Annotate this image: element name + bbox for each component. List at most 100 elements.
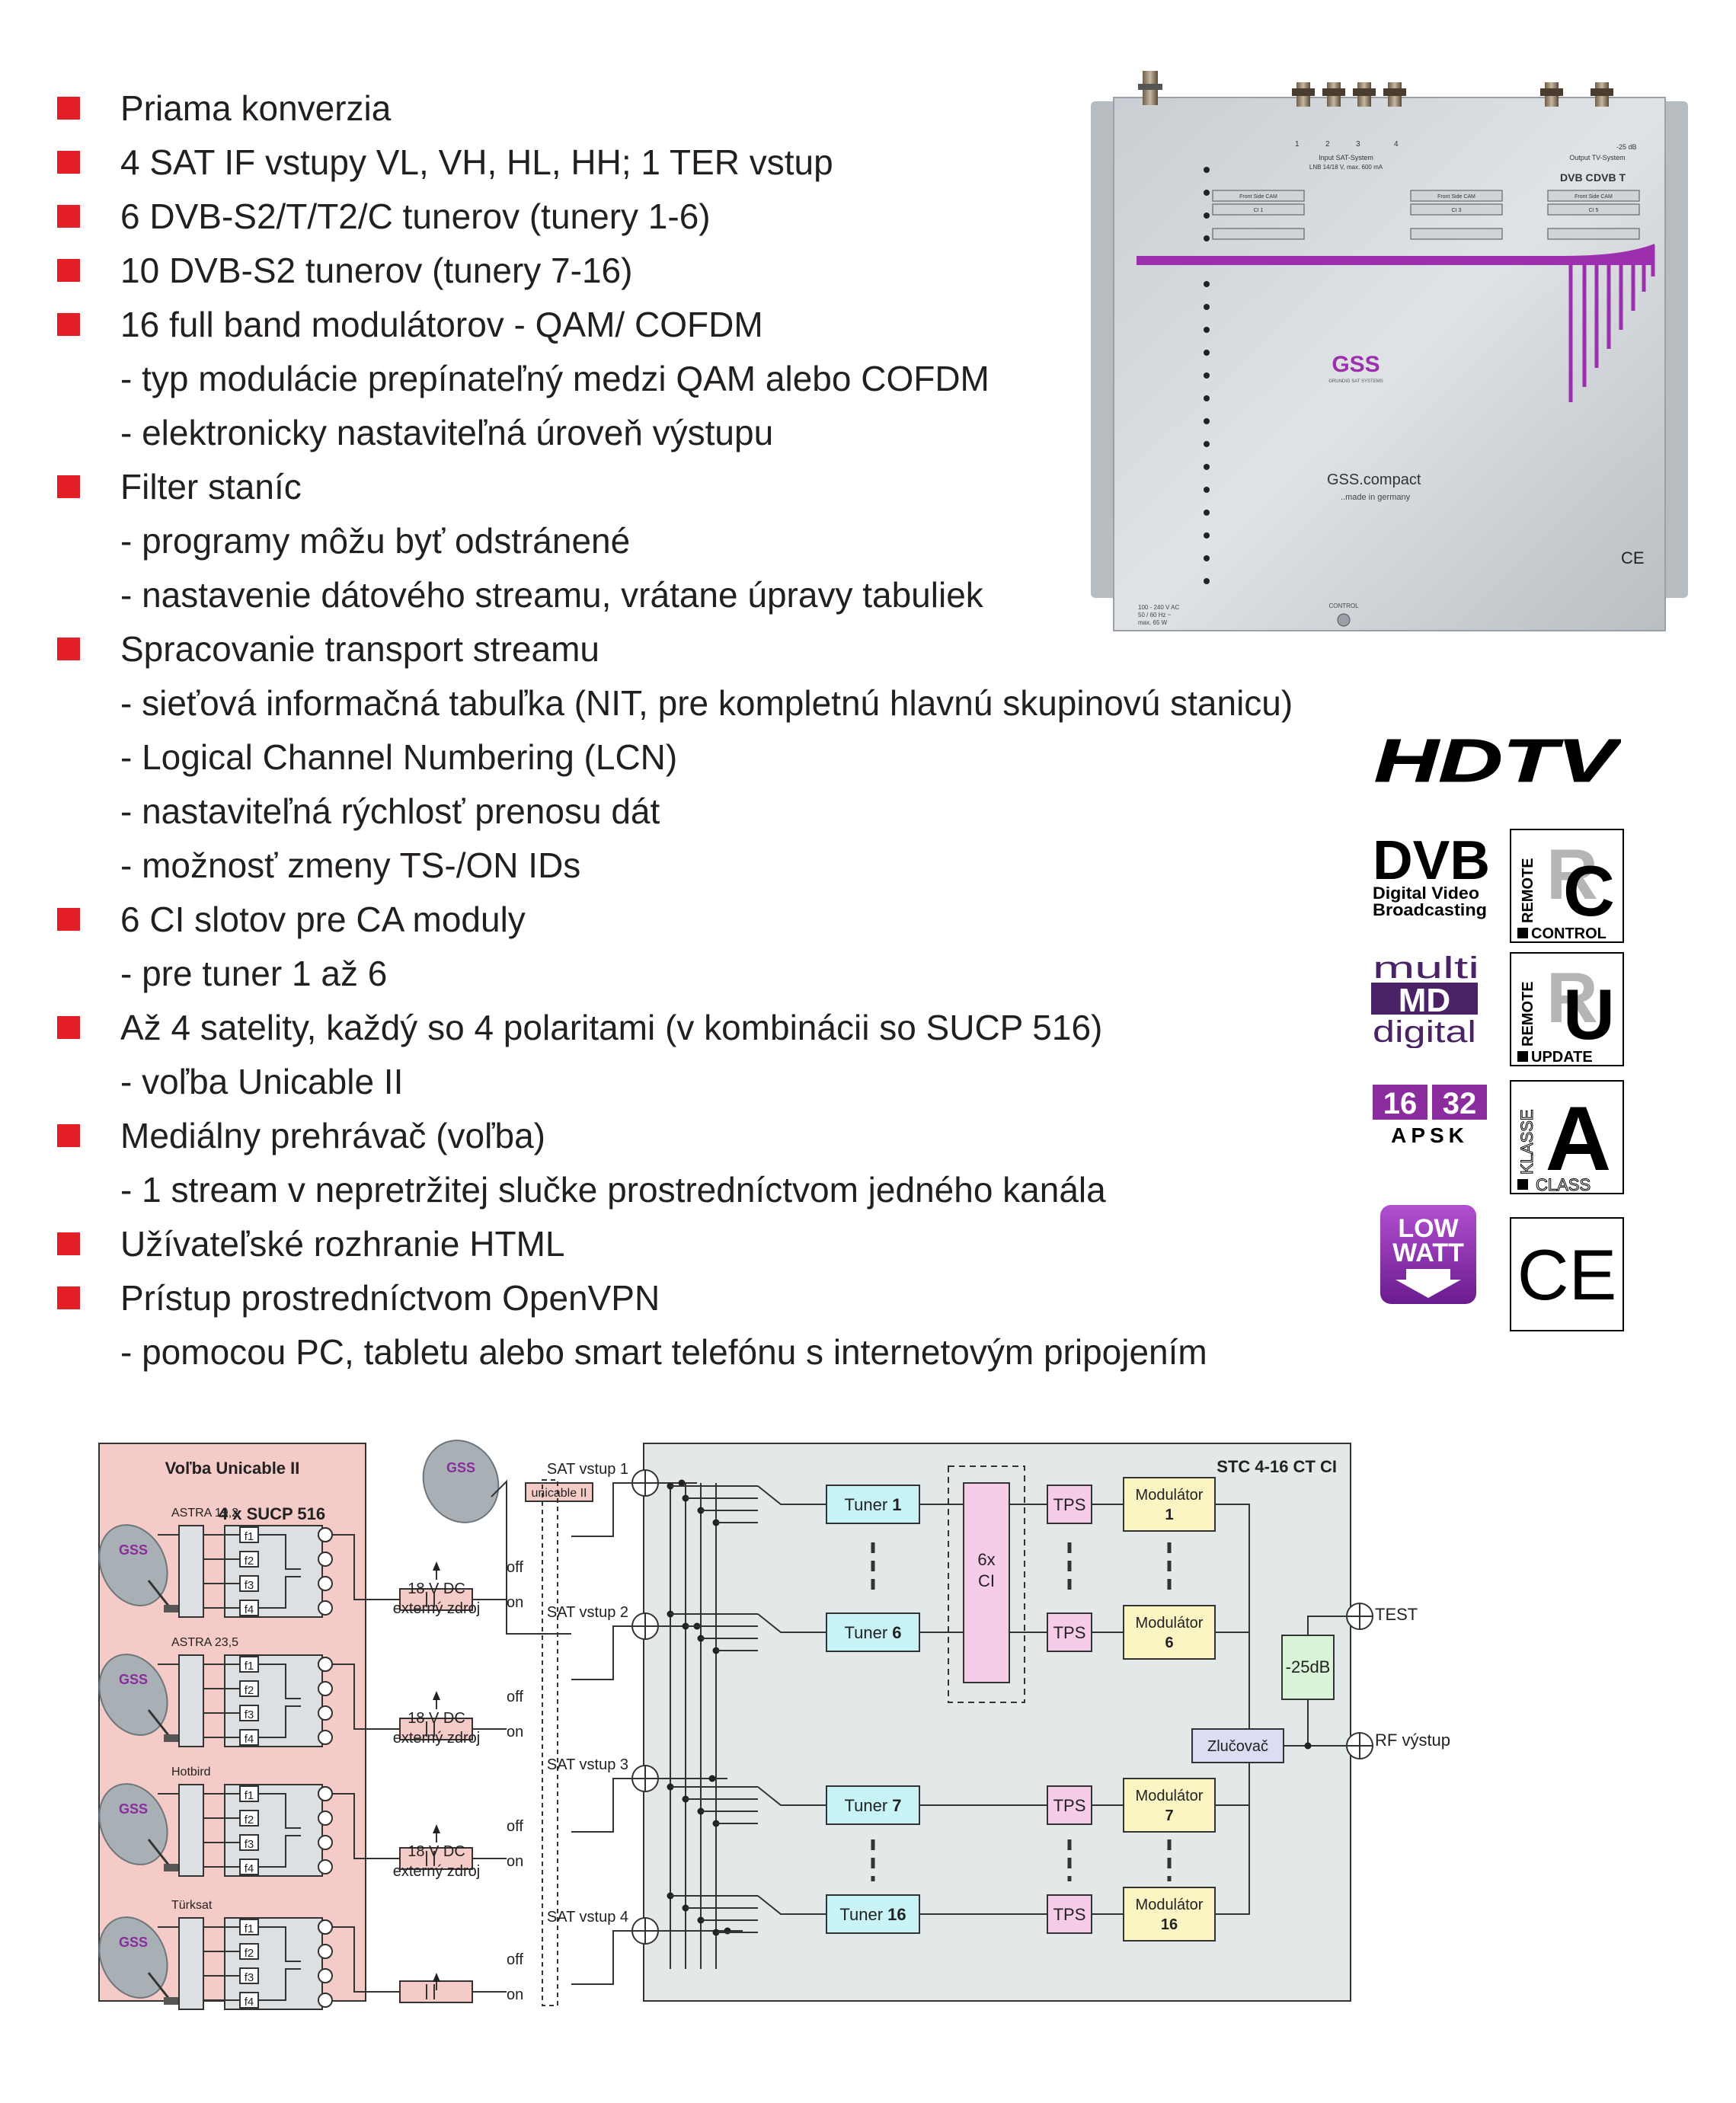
svg-text:CONTROL: CONTROL bbox=[1531, 925, 1607, 942]
bullet-square-icon bbox=[57, 150, 80, 174]
port-connector bbox=[318, 1552, 333, 1567]
diagram-label: f1 bbox=[245, 1922, 254, 1935]
svg-text:DVB: DVB bbox=[1373, 830, 1490, 891]
diagram-label: Modulátor bbox=[1136, 1788, 1204, 1804]
diagram-label: Modulátor bbox=[1136, 1897, 1204, 1913]
energy-class-logo: KLASSE A CLASS bbox=[1510, 1080, 1624, 1194]
wire bbox=[258, 1793, 301, 1829]
diagram-label: f1 bbox=[245, 1660, 254, 1673]
diagram-label: TPS bbox=[1053, 1623, 1086, 1642]
svg-text:2: 2 bbox=[1325, 140, 1330, 149]
svg-text:REMOTE: REMOTE bbox=[1520, 981, 1536, 1047]
port-connector bbox=[318, 1944, 333, 1959]
low-watt-logo: LOW WATT bbox=[1380, 1205, 1476, 1304]
bullet-square-icon bbox=[57, 637, 80, 660]
port-connector bbox=[318, 1811, 333, 1826]
feature-text: - 1 stream v nepretržitej slučke prostre… bbox=[120, 1169, 1106, 1210]
svg-text:32: 32 bbox=[1443, 1087, 1477, 1120]
port-connector bbox=[318, 1919, 333, 1935]
wire bbox=[757, 1786, 826, 1806]
junction-dot bbox=[1304, 1742, 1312, 1750]
feature-text: - programy môžu byť odstránené bbox=[120, 520, 631, 561]
attenuator-block bbox=[1281, 1635, 1335, 1700]
diagram-label: f3 bbox=[245, 1838, 254, 1851]
tuner-block bbox=[826, 1785, 920, 1825]
arrow-up-icon bbox=[433, 1561, 440, 1571]
svg-text:UPDATE: UPDATE bbox=[1531, 1049, 1593, 1066]
port-connector bbox=[318, 1859, 333, 1874]
diagram-label: CI bbox=[978, 1571, 995, 1590]
feature-subitem: - Logical Channel Numbering (LCN) bbox=[55, 730, 1456, 784]
arrow-up-icon bbox=[433, 1824, 440, 1833]
feature-text: 4 SAT IF vstupy VL, VH, HL, HH; 1 TER vs… bbox=[120, 142, 833, 182]
wire bbox=[332, 1534, 400, 1600]
arrow-up-icon bbox=[433, 1973, 440, 1982]
wire bbox=[571, 1930, 632, 1985]
port-connector bbox=[318, 1786, 333, 1801]
diagram-label: on bbox=[507, 1594, 523, 1611]
feature-subitem: - nastaviteľná rýchlosť prenosu dát bbox=[55, 784, 1456, 838]
feature-text: Spracovanie transport streamu bbox=[120, 628, 599, 669]
dish-mount bbox=[164, 1605, 181, 1612]
diagram-label: 16 bbox=[1161, 1916, 1178, 1933]
dc-injector bbox=[399, 1588, 473, 1611]
diagram-label: f3 bbox=[245, 1708, 254, 1721]
svg-text:max. 65 W: max. 65 W bbox=[1138, 619, 1168, 626]
diagram-label: 7 bbox=[1165, 1807, 1173, 1824]
port-connector bbox=[318, 1527, 333, 1542]
diagram-label: 6x bbox=[977, 1550, 995, 1569]
diagram-label: f2 bbox=[245, 1684, 254, 1697]
svg-text:LNB 14/18 V, max. 600 mA: LNB 14/18 V, max. 600 mA bbox=[1309, 164, 1383, 171]
wire bbox=[147, 1839, 173, 1869]
svg-text:GRUNDIG SAT SYSTEMS: GRUNDIG SAT SYSTEMS bbox=[1328, 379, 1383, 384]
feature-text: - elektronicky nastaviteľná úroveň výstu… bbox=[120, 412, 774, 452]
diagram-label: TPS bbox=[1053, 1905, 1086, 1924]
feature-subitem: - pomocou PC, tabletu alebo smart telefó… bbox=[55, 1325, 1456, 1379]
apsk-logo: 16 32 APSK bbox=[1373, 1085, 1487, 1144]
modulator-block bbox=[1123, 1605, 1216, 1660]
wire bbox=[571, 1482, 632, 1537]
feature-subitem: - možnosť zmeny TS-/ON IDs bbox=[55, 838, 1456, 892]
feature-text: Až 4 satelity, každý so 4 polaritami (v … bbox=[120, 1007, 1103, 1047]
diagram-label: Türksat bbox=[171, 1899, 213, 1912]
diagram-label: f4 bbox=[245, 1862, 254, 1875]
diagram-label: f4 bbox=[245, 1996, 254, 2009]
svg-text:Front Side CAM: Front Side CAM bbox=[1437, 194, 1475, 200]
svg-text:MD: MD bbox=[1399, 982, 1450, 1019]
connectors bbox=[1138, 71, 1613, 107]
svg-text:Front Side CAM: Front Side CAM bbox=[1239, 194, 1277, 200]
feature-item: 16 full band modulátorov - QAM/ COFDM bbox=[55, 297, 1456, 351]
svg-text:Input SAT-System: Input SAT-System bbox=[1319, 154, 1373, 161]
wire bbox=[332, 1664, 400, 1730]
satellite-dish-icon bbox=[98, 1524, 168, 1606]
svg-text:WATT: WATT bbox=[1392, 1238, 1464, 1267]
svg-text:R: R bbox=[1546, 957, 1598, 1037]
diagram-label: off bbox=[507, 1559, 523, 1576]
diagram-label: f2 bbox=[245, 1947, 254, 1960]
lnb bbox=[178, 1917, 204, 2010]
svg-text:CI 3: CI 3 bbox=[1452, 208, 1462, 213]
wire bbox=[1307, 1616, 1346, 1635]
feature-item: Až 4 satelity, každý so 4 polaritami (v … bbox=[55, 1000, 1456, 1054]
feature-text: 10 DVB-S2 tunerov (tunery 7-16) bbox=[120, 250, 633, 290]
feature-text: Priama konverzia bbox=[120, 88, 392, 128]
svg-text:APSK: APSK bbox=[1391, 1123, 1469, 1144]
diagram-label: 6 bbox=[1165, 1635, 1173, 1651]
feature-text: 16 full band modulátorov - QAM/ COFDM bbox=[120, 304, 763, 344]
satellite-dish-icon bbox=[98, 1916, 168, 1999]
feature-text: 6 DVB-S2/T/T2/C tunerov (tunery 1-6) bbox=[120, 196, 711, 236]
port-connector bbox=[318, 1730, 333, 1745]
tps-block bbox=[1047, 1612, 1092, 1652]
tuner-block bbox=[826, 1612, 920, 1652]
svg-text:Digital Video: Digital Video bbox=[1373, 884, 1479, 903]
svg-text:digital: digital bbox=[1373, 1015, 1476, 1048]
port-connector bbox=[318, 1657, 333, 1672]
diagram-label: TPS bbox=[1053, 1796, 1086, 1815]
wire bbox=[258, 1534, 301, 1570]
diagram-label: f1 bbox=[245, 1530, 254, 1543]
feature-subitem: - 1 stream v nepretržitej slučke prostre… bbox=[55, 1162, 1456, 1216]
wire bbox=[571, 1625, 632, 1680]
diagram-label: externý zdroj bbox=[393, 1600, 481, 1617]
feature-item: Priama konverzia bbox=[55, 81, 1456, 135]
remote-control-logo: REMOTE R C CONTROL bbox=[1510, 829, 1624, 943]
